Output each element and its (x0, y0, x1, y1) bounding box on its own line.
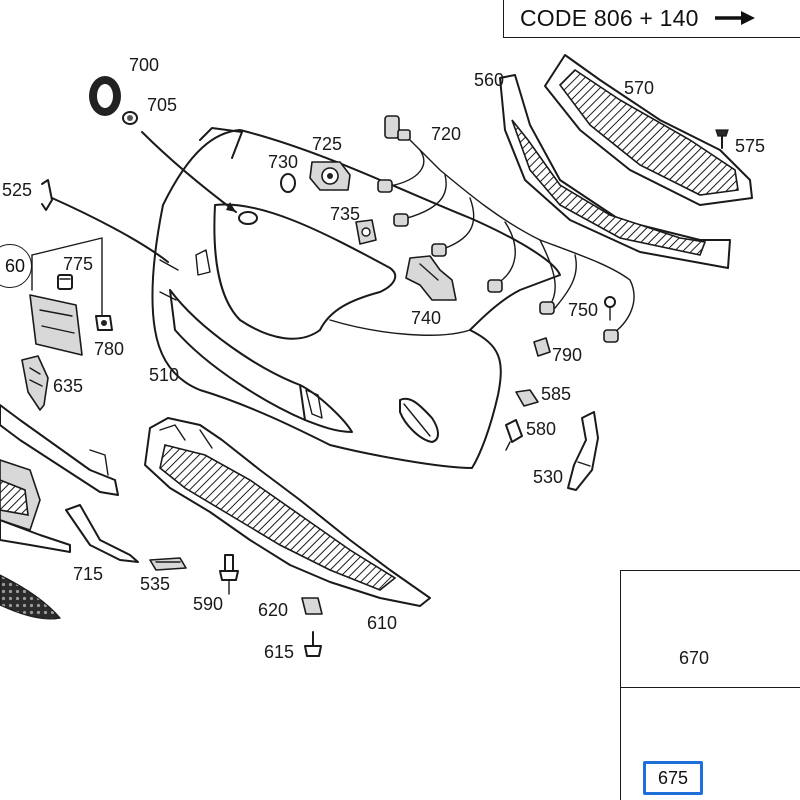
callout-530[interactable]: 530 (533, 467, 564, 487)
lower-trim-strip (0, 404, 119, 496)
pin-580 (505, 419, 523, 451)
screw-575 (715, 129, 729, 149)
callout-705[interactable]: 705 (147, 95, 178, 115)
nut-775 (57, 274, 73, 290)
arrow-right-icon (714, 11, 755, 25)
detail-divider (621, 687, 800, 688)
callout-610[interactable]: 610 (367, 613, 398, 633)
callout-675: 675 (657, 767, 689, 788)
callout-635[interactable]: 635 (53, 376, 84, 396)
callout-740[interactable]: 740 (411, 308, 442, 328)
grille-support-570 (544, 54, 753, 206)
callout-560[interactable]: 560 (474, 70, 505, 90)
callout-725[interactable]: 725 (312, 134, 343, 154)
callout-585[interactable]: 585 (541, 384, 572, 404)
sensor-bracket-740 (405, 255, 457, 301)
callout-510[interactable]: 510 (149, 365, 180, 385)
leader-525 (51, 197, 169, 263)
callout-675-highlighted[interactable]: 675 (643, 761, 703, 795)
clip-780 (95, 315, 113, 331)
bolt-590 (219, 554, 239, 595)
callout-790[interactable]: 790 (552, 345, 583, 365)
callout-570[interactable]: 570 (624, 78, 655, 98)
callout-775[interactable]: 775 (63, 254, 94, 274)
code-reference-box: CODE 806 + 140 (503, 0, 800, 38)
sensor-725 (309, 161, 351, 191)
callout-590[interactable]: 590 (193, 594, 224, 614)
callout-615[interactable]: 615 (264, 642, 295, 662)
callout-780[interactable]: 780 (94, 339, 125, 359)
wiring-harness-720 (377, 115, 635, 343)
trim-715 (65, 504, 139, 563)
clip-620 (301, 597, 323, 615)
grommet-730 (280, 173, 296, 193)
bumper-cover-510 (151, 127, 561, 469)
grommet-790 (533, 337, 551, 357)
sensor-735 (355, 219, 377, 245)
clip-535 (149, 557, 187, 571)
side-bracket-530 (567, 411, 599, 491)
callout-60: 60 (4, 255, 25, 276)
clip-585 (515, 389, 539, 407)
upper-carrier-560 (499, 74, 731, 269)
emblem-ring-700 (89, 76, 121, 116)
callout-620[interactable]: 620 (258, 600, 289, 620)
callout-525[interactable]: 525 (2, 180, 33, 200)
callout-730[interactable]: 730 (268, 152, 299, 172)
callout-670[interactable]: 670 (679, 648, 710, 668)
callout-715[interactable]: 715 (73, 564, 104, 584)
bracket-525 (41, 179, 53, 211)
callout-575[interactable]: 575 (735, 136, 766, 156)
underbody-shield-610 (144, 417, 431, 607)
callout-580[interactable]: 580 (526, 419, 557, 439)
screw-750 (604, 296, 616, 321)
callout-700[interactable]: 700 (129, 55, 160, 75)
plate-bracket (29, 294, 83, 356)
leader-705 (141, 131, 237, 213)
callout-735[interactable]: 735 (330, 204, 361, 224)
code-label: CODE 806 + 140 (520, 4, 699, 31)
screw-615 (304, 631, 322, 657)
callout-535[interactable]: 535 (140, 574, 171, 594)
callout-750[interactable]: 750 (568, 300, 599, 320)
fog-grille-left (0, 574, 62, 620)
emblem-clip-705 (122, 111, 138, 125)
callout-720[interactable]: 720 (431, 124, 462, 144)
